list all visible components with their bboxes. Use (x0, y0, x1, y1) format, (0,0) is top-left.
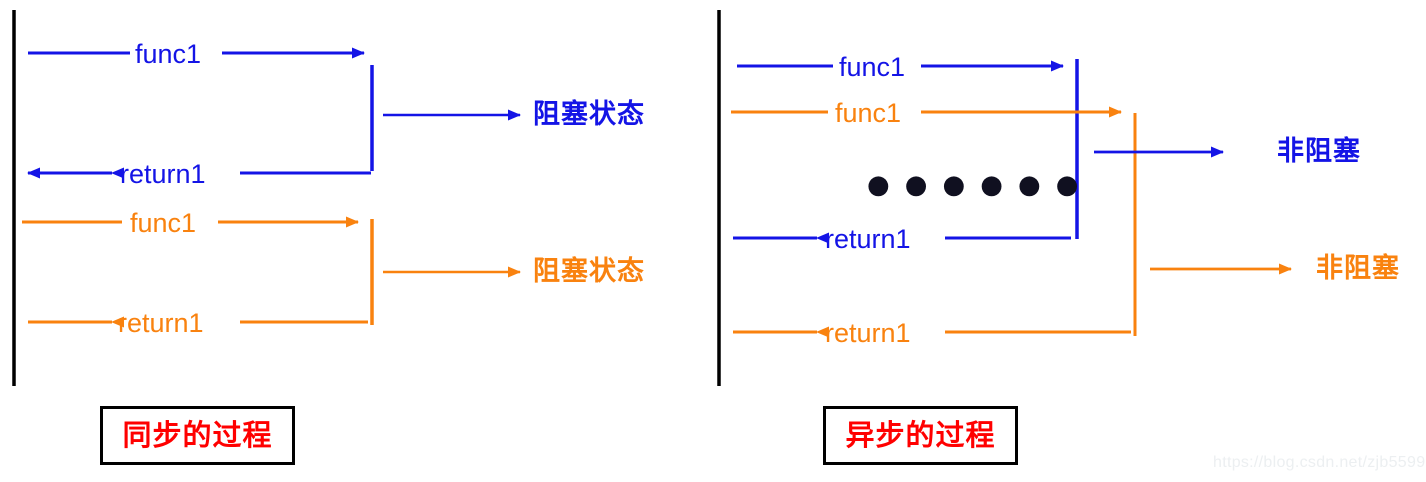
async-call-2-label: func1 (835, 98, 902, 128)
sync-legend-box: 同步的过程 (100, 406, 295, 465)
sync-return-2-label: return1 (118, 308, 204, 338)
sync-call-1-label: func1 (135, 39, 202, 69)
async-state-1-label: 非阻塞 (1277, 136, 1361, 167)
sync-state-2-label: 阻塞状态 (533, 256, 645, 287)
async-legend-box: 异步的过程 (823, 406, 1018, 465)
sync-legend-label: 同步的过程 (122, 418, 273, 452)
async-panel-graphics (717, 10, 1292, 386)
sync-state-1-label: 阻塞状态 (533, 99, 645, 130)
sync-call-2-label: func1 (130, 208, 197, 238)
async-legend-label: 异步的过程 (845, 418, 996, 452)
watermark-text: https://blog.csdn.net/zjb5599 (1213, 454, 1426, 471)
sync-process-panel: func1 return1 func1 return1 阻塞状态 阻塞状态 同步… (12, 10, 645, 465)
sync-panel-graphics (12, 10, 521, 386)
async-process-panel: func1 func1 return1 return1 ● ● ● ● ● ● … (713, 0, 1426, 482)
async-call-1-label: func1 (839, 52, 906, 82)
async-ellipsis: ● ● ● ● ● ● (867, 170, 1082, 200)
async-return-2-label: return1 (825, 318, 911, 348)
async-state-2-label: 非阻塞 (1316, 253, 1400, 284)
async-return-1-label: return1 (825, 224, 911, 254)
sync-return-1-label: return1 (120, 159, 206, 189)
